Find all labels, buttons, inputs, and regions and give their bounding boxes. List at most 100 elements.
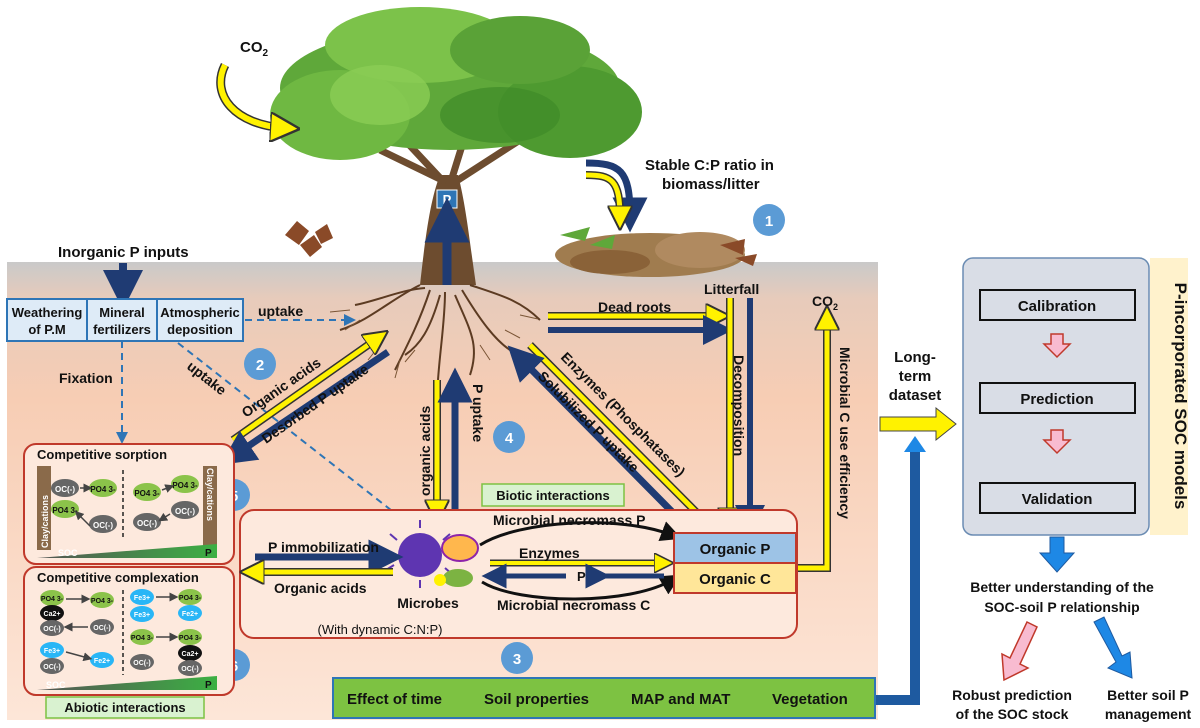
decomposition-label: Decomposition — [731, 355, 747, 456]
svg-text:PO4 3-: PO4 3- — [172, 481, 198, 490]
microbes-illustration — [385, 520, 479, 588]
svg-text:Fe2+: Fe2+ — [182, 611, 198, 618]
mineral-line1: Mineral — [99, 305, 145, 320]
prediction-to-validation-arrow — [1042, 429, 1072, 455]
long-term-line3: dataset — [889, 387, 942, 404]
calibration-label: Calibration — [1018, 298, 1096, 315]
better-understanding-line2: SOC-soil P relationship — [984, 599, 1139, 615]
factor-effect-of-time: Effect of time — [347, 691, 442, 708]
calibration-to-prediction-arrow — [1042, 333, 1072, 359]
litterfall-label: Litterfall — [704, 281, 759, 297]
biotic-interactions-label: Biotic interactions — [496, 488, 609, 503]
uptake-top-label: uptake — [258, 303, 303, 319]
svg-text:OC(-): OC(-) — [137, 519, 157, 528]
svg-text:PO4 3-: PO4 3- — [91, 598, 114, 605]
svg-text:OC(-): OC(-) — [43, 664, 61, 671]
microbial-cue-arrow — [797, 318, 827, 571]
sorption-p-label: P — [205, 548, 212, 559]
factors-bar — [332, 677, 876, 719]
competitive-sorption-box — [23, 443, 235, 565]
svg-text:Ca2+: Ca2+ — [182, 651, 199, 658]
badge-1: 1 — [753, 204, 785, 236]
enzymes-phosphatases-arrow — [528, 343, 712, 528]
svg-text:OC(-): OC(-) — [55, 485, 75, 494]
microbial-necromass-c-label: Microbial necromass C — [497, 597, 650, 613]
abiotic-interactions-label: Abiotic interactions — [64, 700, 185, 715]
validation-label: Validation — [1022, 491, 1093, 508]
microbial-cue-label: Microbial C use efficiency — [837, 347, 853, 519]
svg-text:PO4 3-: PO4 3- — [179, 595, 202, 602]
svg-text:OC(-): OC(-) — [133, 660, 151, 667]
competitive-sorption-title: Competitive sorption — [37, 447, 167, 462]
mineral-line2: fertilizers — [93, 322, 151, 337]
complexation-gradient-wedge — [37, 676, 217, 690]
svg-text:OC(-): OC(-) — [43, 626, 61, 633]
p-tag-label: P — [443, 192, 452, 207]
svg-text:PO4 3-: PO4 3- — [52, 506, 78, 515]
svg-text:Fe3+: Fe3+ — [134, 595, 150, 602]
svg-text:OC(-): OC(-) — [175, 507, 195, 516]
competitive-complexation-title: Competitive complexation — [37, 570, 199, 585]
organic-c-box — [673, 562, 797, 594]
abiotic-interactions-tag — [45, 696, 205, 719]
long-term-dataset-arrow — [879, 406, 957, 442]
model-panel-tab — [1150, 258, 1188, 535]
factor-vegetation: Vegetation — [772, 691, 848, 708]
stable-cp-label-line1: Stable C:P ratio in — [645, 157, 774, 174]
complexation-p-label: P — [205, 680, 212, 691]
svg-text:Clay/cations: Clay/cations — [40, 495, 50, 548]
prediction-box — [979, 382, 1136, 414]
prediction-label: Prediction — [1020, 391, 1093, 408]
p-incorporated-models-label: P-incorporated SOC models — [1171, 283, 1190, 510]
sorption-chips: OC(-) PO4 3- PO4 3- OC(-) PO4 3- PO4 3- … — [51, 475, 199, 533]
clay-bar-left-1 — [37, 466, 51, 550]
better-soil-line2: management — [1105, 706, 1192, 722]
svg-text:OC(-): OC(-) — [93, 521, 113, 530]
fixation-label: Fixation — [59, 370, 113, 386]
svg-text:PO4 3-: PO4 3- — [134, 489, 160, 498]
weathering-line2: of P.M — [28, 322, 65, 337]
svg-text:Clay/cations: Clay/cations — [205, 468, 215, 521]
microbes-label: Microbes — [397, 595, 459, 611]
desorbed-p-arrow — [220, 349, 390, 465]
complexation-soc-label: SOC — [46, 680, 66, 690]
inorganic-p-inputs-label: Inorganic P inputs — [58, 244, 189, 261]
badge-3: 3 — [501, 642, 533, 674]
microbes-sub-label: (With dynamic C:N:P) — [318, 622, 443, 637]
svg-text:Fe2+: Fe2+ — [94, 658, 110, 665]
svg-text:1: 1 — [765, 213, 773, 230]
co2-top-label: CO2 — [240, 39, 269, 59]
atmo-line2: deposition — [167, 322, 233, 337]
stable-cp-arrow-navy — [585, 159, 648, 233]
organic-c-label: Organic C — [699, 571, 771, 588]
stable-cp-arrow-yellow — [585, 172, 620, 218]
badge-2: 2 — [244, 348, 276, 380]
factors-to-models-arrow — [876, 450, 920, 705]
dead-roots-label: Dead roots — [598, 299, 671, 315]
biotic-interactions-tag — [481, 483, 625, 507]
svg-text:OC(-): OC(-) — [181, 666, 199, 673]
enzymes-label: Enzymes — [519, 545, 580, 561]
model-to-understanding-arrow — [1038, 536, 1076, 573]
validation-box — [979, 482, 1136, 514]
atmo-line1: Atmospheric — [160, 305, 239, 320]
badge-4: 4 — [493, 421, 525, 453]
svg-text:4: 4 — [505, 430, 514, 447]
svg-text:Ca2+: Ca2+ — [44, 611, 61, 618]
p-uptake-vert-label: P uptake — [470, 384, 486, 442]
stable-cp-label-line2: biomass/litter — [662, 176, 760, 193]
svg-text:Fe3+: Fe3+ — [134, 612, 150, 619]
factor-soil-properties: Soil properties — [484, 691, 589, 708]
understanding-to-robust-arrow — [1001, 620, 1038, 682]
better-understanding-line1: Better understanding of the — [970, 579, 1154, 595]
necromass-c-arrow — [481, 574, 682, 601]
svg-text:Fe3+: Fe3+ — [44, 648, 60, 655]
organic-acids-lower-label: Organic acids — [274, 580, 367, 596]
svg-text:2: 2 — [256, 357, 264, 374]
factor-map-mat: MAP and MAT — [631, 691, 730, 708]
robust-line2: of the SOC stock — [956, 706, 1069, 722]
complexation-chips: PO4 3- Ca2+ PO4 3- Fe3+ PO4 3- Fe2+ OC(-… — [40, 589, 202, 676]
litter-illustration — [285, 221, 757, 277]
